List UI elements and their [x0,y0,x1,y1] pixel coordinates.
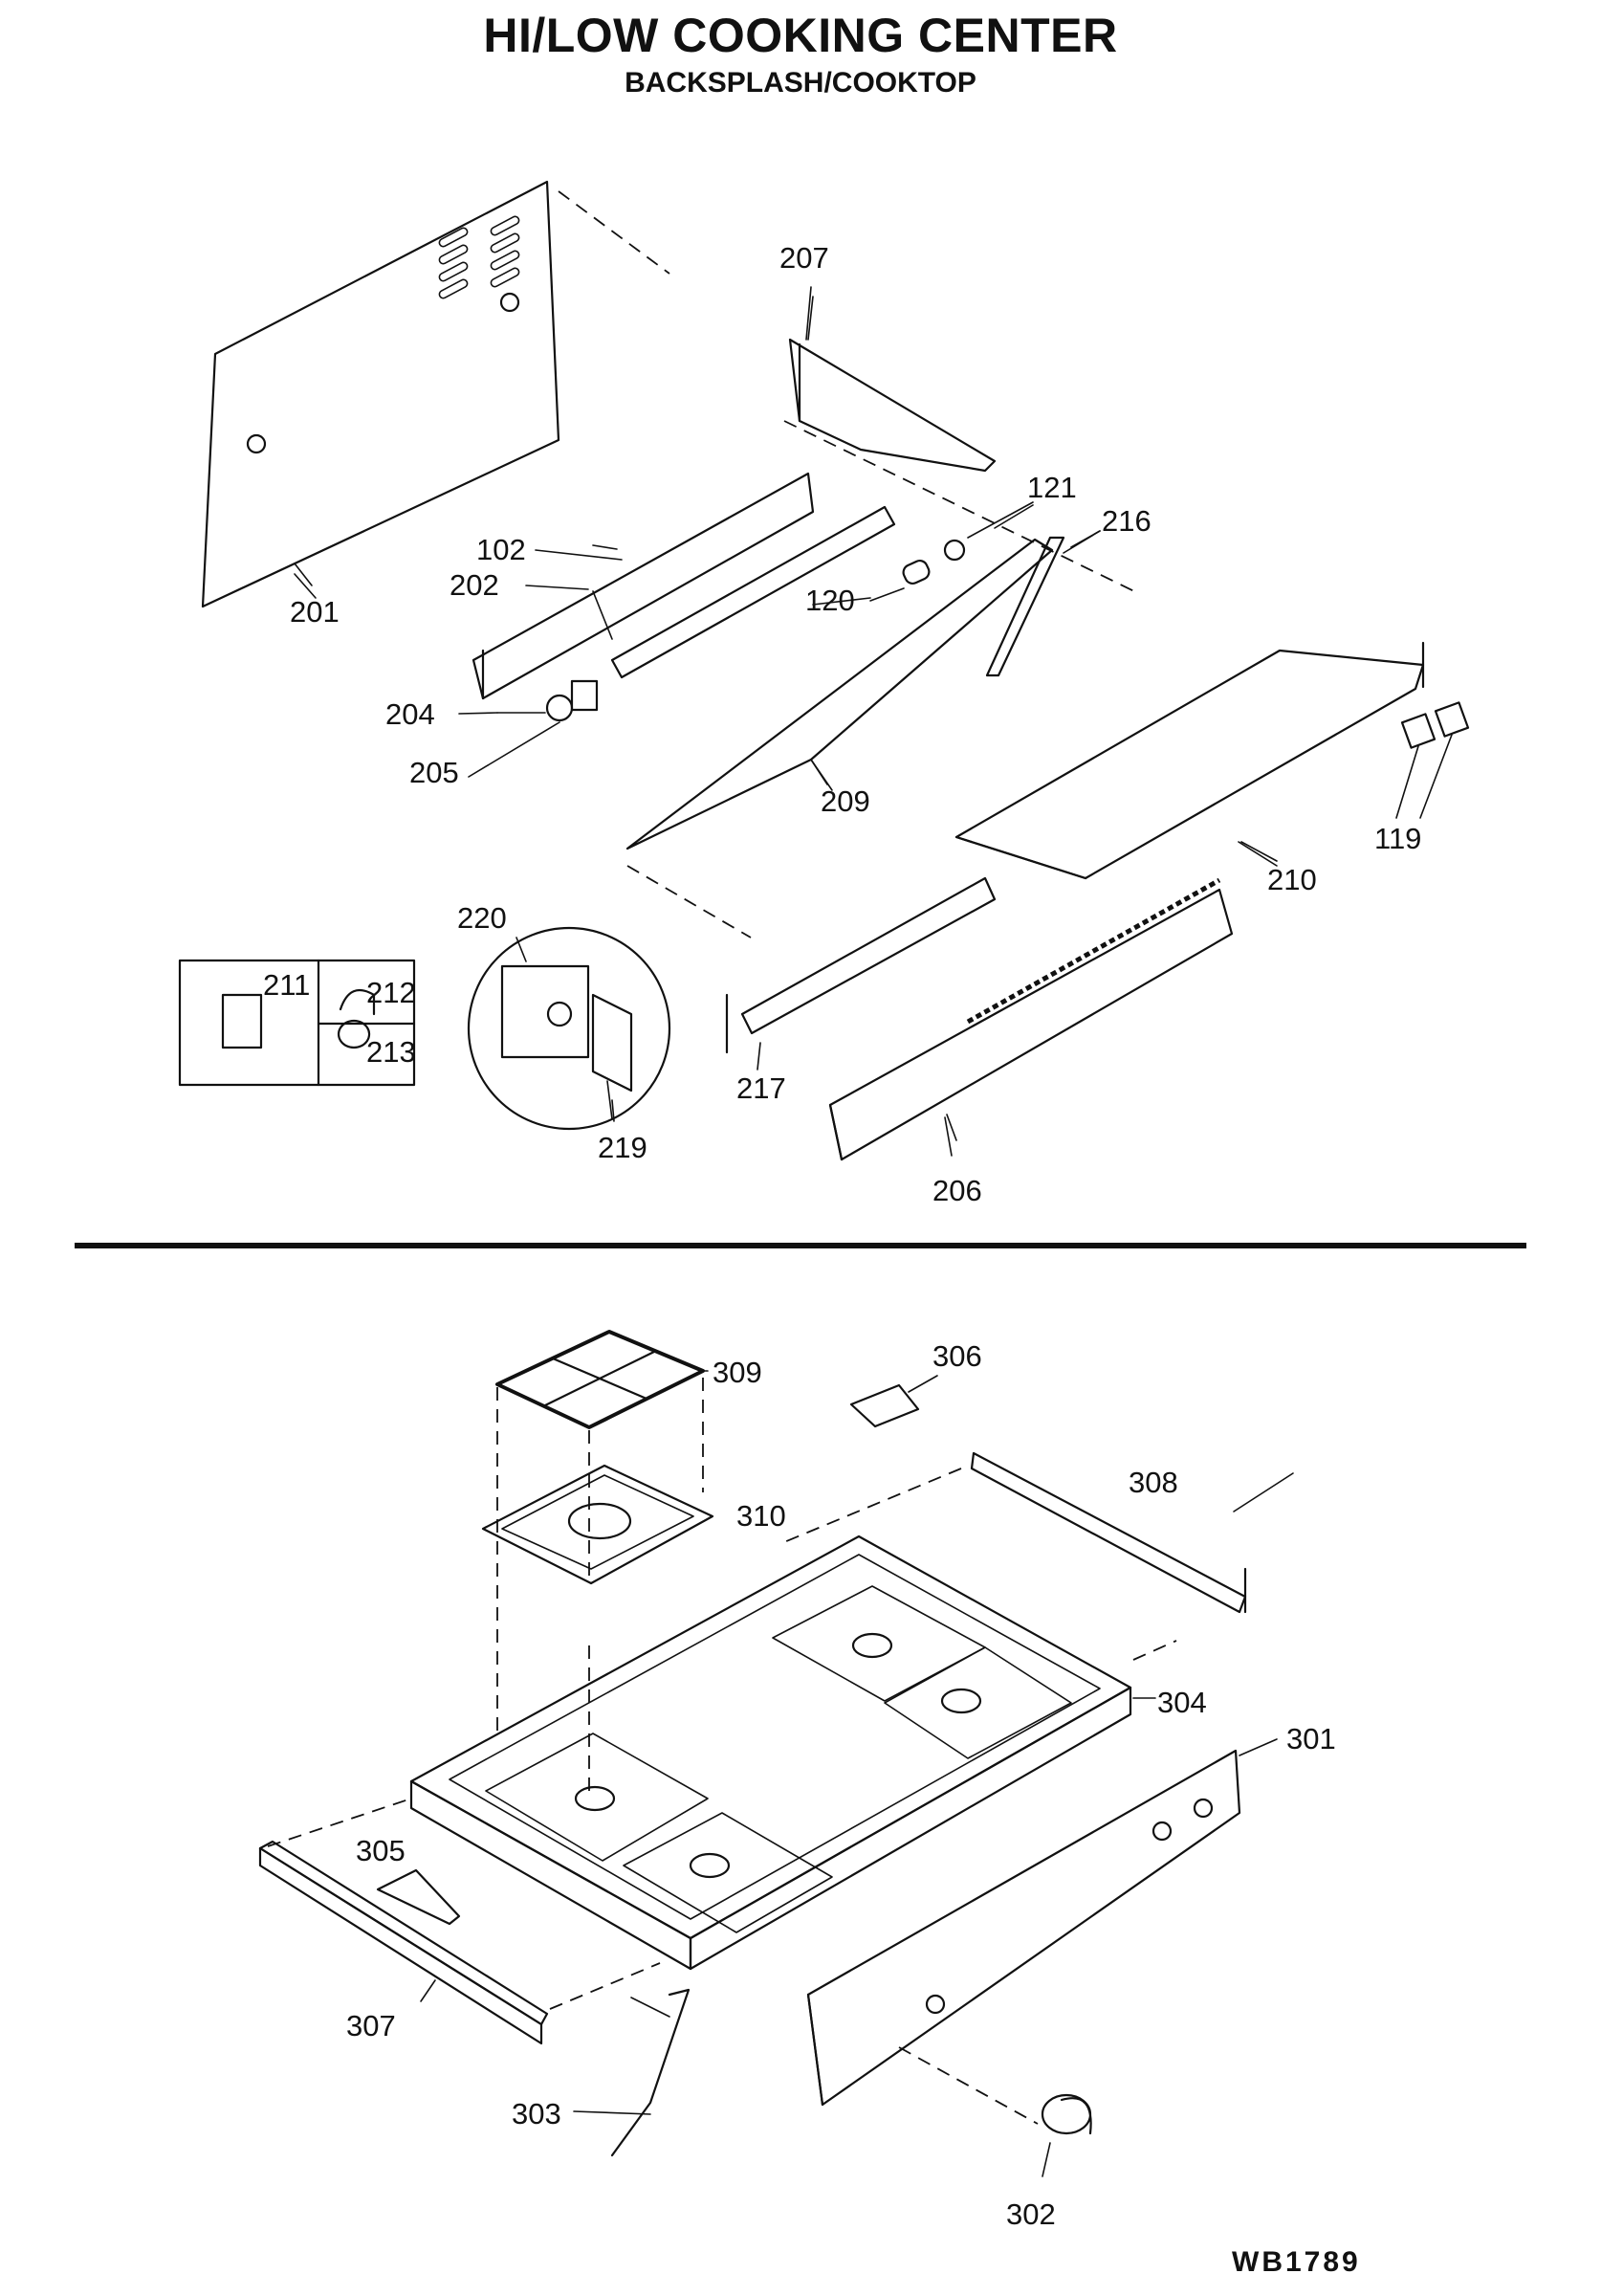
label-204: 204 [385,697,435,731]
label-210: 210 [1267,863,1317,896]
part-119-switches [1395,701,1470,819]
label-217: 217 [736,1071,786,1105]
label-213: 213 [366,1035,416,1069]
label-309: 309 [713,1356,762,1389]
label-220: 220 [457,901,507,935]
part-302-knob [1041,2093,1092,2177]
leader-lines [294,286,1294,2115]
label-303: 303 [512,2097,561,2130]
label-120: 120 [805,584,855,617]
label-121: 121 [1027,471,1077,504]
part-206-vented-strip [828,877,1234,1161]
label-304: 304 [1157,1686,1207,1719]
parts-220-219-detail [467,926,671,1131]
label-219: 219 [598,1131,647,1164]
part-216-trim [985,530,1101,677]
part-121-starter-socket [943,501,1034,562]
part-306-clip [849,1375,938,1428]
part-301-control-panel [806,1749,1241,2125]
part-308-trim-strip [783,1451,1247,1614]
part-307-front-trim [258,1840,661,2045]
label-206: 206 [932,1174,982,1207]
label-211: 211 [263,968,310,1002]
page-subtitle: BACKSPLASH/COOKTOP [625,67,976,99]
part-210-top-panel [954,641,1425,880]
drawing-code: WB1789 [1232,2246,1361,2278]
page-title: HI/LOW COOKING CENTER [483,9,1118,62]
label-201: 201 [290,595,340,629]
part-217-channel [725,876,997,1071]
part-labels: 201 207 121 216 102 202 120 204 205 209 … [263,241,1421,2231]
part-102-light-channel [472,472,815,700]
part-120-starter [869,559,931,602]
label-305: 305 [356,1834,406,1867]
label-102: 102 [476,533,526,566]
label-205: 205 [409,756,459,789]
parts-211-212-213-box [178,959,416,1087]
label-308: 308 [1129,1466,1178,1499]
part-309-grate [495,1330,709,1429]
label-301: 301 [1286,1722,1336,1755]
label-302: 302 [1006,2197,1056,2231]
part-204-205-lampholder [487,679,599,766]
part-304-cooktop [267,1534,1177,1971]
label-216: 216 [1102,504,1151,538]
label-306: 306 [932,1339,982,1373]
label-212: 212 [366,976,416,1009]
label-119: 119 [1374,822,1421,855]
part-305-clip [376,1868,461,1926]
part-303-wire [610,1988,691,2157]
vent-slots [438,215,520,299]
part-207-bracket [783,296,1139,594]
label-310: 310 [736,1499,786,1533]
label-209: 209 [821,784,870,818]
part-201-back-panel [201,180,670,608]
part-310-burner-bowl [481,1464,714,1585]
part-202-fluorescent-tube [592,505,896,679]
label-202: 202 [450,568,499,602]
label-207: 207 [779,241,829,275]
label-307: 307 [346,2009,396,2042]
